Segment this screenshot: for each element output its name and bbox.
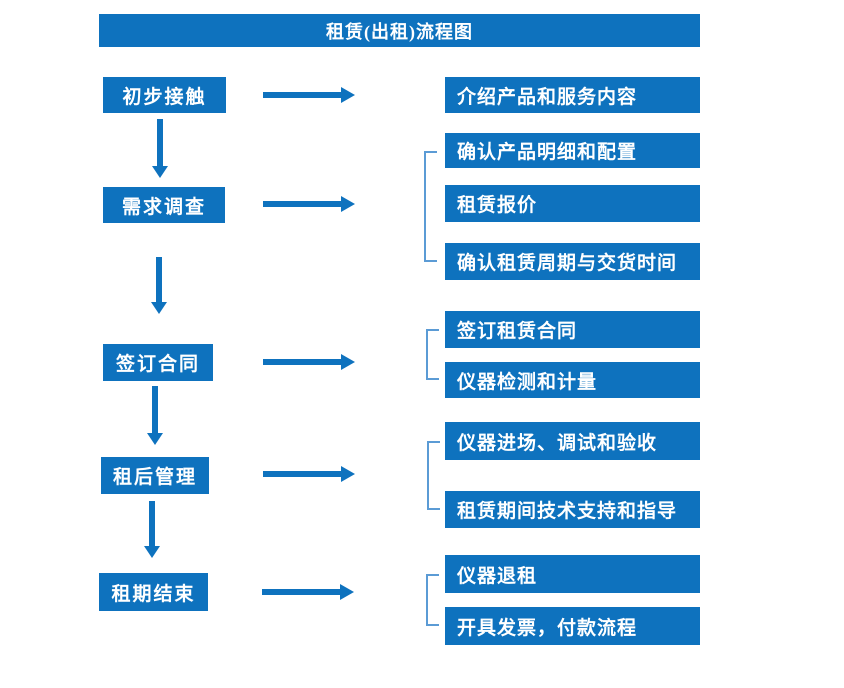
detail-box-invoice-payment: 开具发票，付款流程: [445, 607, 700, 645]
detail-box-instrument-setup-acceptance: 仪器进场、调试和验收: [445, 422, 700, 460]
arrow-head: [146, 433, 163, 445]
arrow-right-icon: [263, 196, 355, 212]
arrow-shaft: [263, 359, 341, 365]
arrow-down-icon: [143, 501, 160, 558]
step-box-post-rental-management: 租后管理: [101, 457, 209, 494]
arrow-head: [143, 546, 160, 558]
page-title: 租赁(出租)流程图: [326, 21, 473, 42]
detail-box-confirm-product-config: 确认产品明细和配置: [445, 133, 700, 168]
arrow-shaft: [148, 501, 155, 546]
arrow-head: [341, 196, 355, 212]
arrow-shaft: [151, 386, 158, 433]
arrow-down-icon: [151, 119, 168, 178]
group-bracket-sign-contract: [426, 329, 439, 380]
arrow-head: [150, 302, 167, 314]
detail-box-introduce-products: 介绍产品和服务内容: [445, 77, 700, 113]
detail-box-rental-quote: 租赁报价: [445, 185, 700, 222]
detail-box-tech-support: 租赁期间技术支持和指导: [445, 491, 700, 528]
arrow-right-icon: [262, 584, 354, 600]
arrow-right-icon: [263, 466, 355, 482]
arrow-shaft: [263, 92, 341, 98]
detail-box-instrument-return: 仪器退租: [445, 555, 700, 593]
group-bracket-needs-survey: [424, 151, 437, 262]
arrow-right-icon: [263, 87, 355, 103]
arrow-shaft: [262, 589, 340, 595]
arrow-head: [341, 354, 355, 370]
detail-box-sign-rental-contract: 签订租赁合同: [445, 311, 700, 348]
arrow-down-icon: [150, 257, 167, 314]
arrow-shaft: [263, 201, 341, 207]
step-box-initial-contact: 初步接触: [103, 77, 226, 113]
arrow-down-icon: [146, 386, 163, 445]
arrow-head: [341, 466, 355, 482]
title-bar: 租赁(出租)流程图: [99, 14, 700, 47]
step-box-rental-end: 租期结束: [99, 573, 208, 611]
arrow-shaft: [263, 471, 341, 477]
arrow-right-icon: [263, 354, 355, 370]
step-box-needs-survey: 需求调查: [103, 187, 225, 223]
group-bracket-rental-end: [426, 574, 439, 626]
detail-box-confirm-period-delivery: 确认租赁周期与交货时间: [445, 243, 700, 280]
arrow-head: [340, 584, 354, 600]
arrow-shaft: [156, 119, 163, 166]
group-bracket-post-rental: [427, 441, 440, 510]
arrow-head: [341, 87, 355, 103]
step-box-sign-contract: 签订合同: [103, 344, 213, 381]
arrow-shaft: [155, 257, 162, 302]
detail-box-instrument-testing: 仪器检测和计量: [445, 362, 700, 398]
arrow-head: [151, 166, 168, 178]
